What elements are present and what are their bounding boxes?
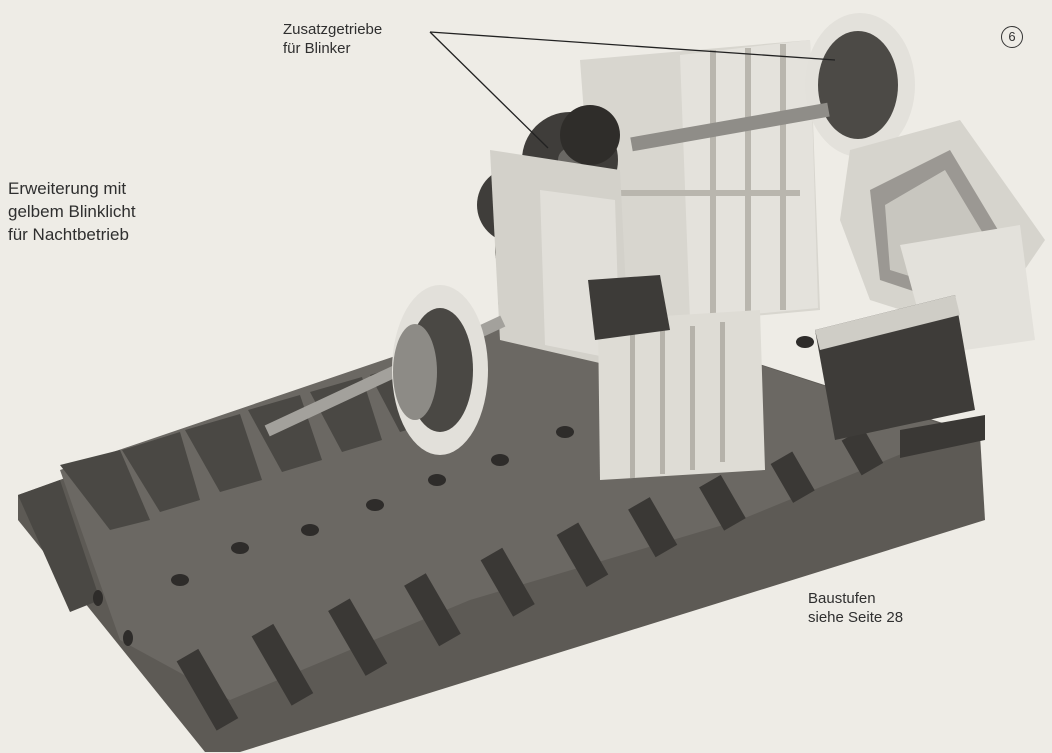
build-stage-reference: Baustufen siehe Seite 28 (808, 590, 904, 626)
baseplate-holes (93, 336, 814, 646)
front-axle-assembly (264, 285, 506, 455)
baseplate-slots (176, 428, 884, 731)
extension-caption: Erweiterung mit gelbem Blinklicht für Na… (8, 179, 136, 244)
rear-wheel-assembly (630, 13, 915, 157)
angled-blocks (815, 295, 985, 458)
rear-block-tower (580, 40, 820, 330)
gear-callout-label: Zusatzgetriebe für Blinker (283, 21, 383, 57)
callout-lines (429, 31, 836, 149)
front-block-stack (588, 275, 765, 480)
page-number-badge: 6 (1001, 26, 1023, 48)
